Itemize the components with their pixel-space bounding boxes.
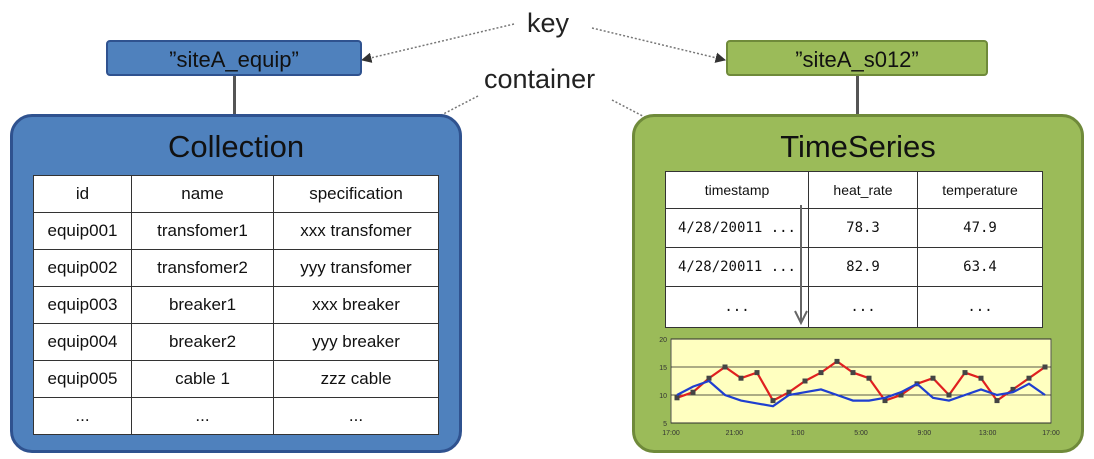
key-arrow-right <box>591 27 727 63</box>
table-row: equip002 transfomer2 yyy transfomer <box>33 249 439 287</box>
data-point <box>898 392 904 398</box>
x-tick-label: 1:00 <box>791 430 805 437</box>
table-row: 4/28/20011 ... 82.9 63.4 <box>665 247 1043 287</box>
table-cell: equip002 <box>33 249 132 287</box>
timeseries-title: TimeSeries <box>780 129 936 164</box>
data-point <box>1010 386 1016 392</box>
column-header: name <box>131 175 274 213</box>
data-point <box>1042 364 1048 370</box>
collection-table: id name specification equip001 transfome… <box>33 175 439 435</box>
timeseries-table: timestamp heat_rate temperature 4/28/200… <box>665 171 1043 328</box>
timeseries-chart: 5 10 15 20 17:00 21:00 1:00 5:00 9:00 13:00 17:00 <box>659 337 1060 437</box>
table-cell: transfomer1 <box>131 212 274 250</box>
key-label: key <box>527 8 570 38</box>
series-line <box>676 379 1046 408</box>
series-line <box>676 360 1046 403</box>
table-row: equip001 transfomer1 xxx transfomer <box>33 212 439 250</box>
table-cell: ... <box>131 397 274 435</box>
table-cell: transfomer2 <box>131 249 274 287</box>
table-cell: 4/28/20011 ... <box>665 208 809 248</box>
collection-header-row: id name specification <box>33 175 439 213</box>
key-arrow-left <box>360 23 515 63</box>
table-cell: xxx transfomer <box>273 212 439 250</box>
x-tick-label: 17:00 <box>662 430 680 437</box>
data-point <box>850 370 856 376</box>
column-header: temperature <box>917 171 1043 209</box>
table-cell: 78.3 <box>808 208 918 248</box>
y-tick-label: 5 <box>663 421 667 428</box>
timeseries-container: TimeSeries timestamp heat_rate temperatu… <box>632 114 1084 453</box>
collection-key-box: ”siteA_equip” <box>106 40 362 76</box>
table-cell: ... <box>665 286 809 328</box>
column-header: id <box>33 175 132 213</box>
y-tick-label: 20 <box>659 337 667 344</box>
table-row: ... ... ... <box>665 286 1043 328</box>
table-row: ... ... ... <box>33 397 439 435</box>
table-cell: breaker1 <box>131 286 274 324</box>
table-cell: zzz cable <box>273 360 439 398</box>
data-point <box>818 370 824 376</box>
table-row: 4/28/20011 ... 78.3 47.9 <box>665 208 1043 248</box>
y-tick-label: 10 <box>659 393 667 400</box>
y-tick-label: 15 <box>659 365 667 372</box>
container-label: container <box>484 64 596 94</box>
table-row: equip003 breaker1 xxx breaker <box>33 286 439 324</box>
table-cell: breaker2 <box>131 323 274 361</box>
x-tick-label: 17:00 <box>1042 430 1060 437</box>
x-tick-label: 9:00 <box>918 430 932 437</box>
container-arrow-right <box>611 99 659 125</box>
data-point <box>834 358 840 364</box>
data-point <box>866 375 872 381</box>
timeseries-key-box: ”siteA_s012” <box>726 40 988 76</box>
data-point <box>738 375 744 381</box>
table-cell: equip001 <box>33 212 132 250</box>
table-cell: equip005 <box>33 360 132 398</box>
data-point <box>978 375 984 381</box>
x-tick-label: 21:00 <box>726 430 744 437</box>
table-cell: 63.4 <box>917 247 1043 287</box>
data-point <box>962 370 968 376</box>
plot-area <box>670 338 1052 424</box>
table-cell: equip003 <box>33 286 132 324</box>
table-cell: ... <box>33 397 132 435</box>
data-point <box>802 378 808 384</box>
data-point <box>770 398 776 404</box>
collection-title: Collection <box>167 129 305 164</box>
table-cell: xxx breaker <box>273 286 439 324</box>
data-point <box>946 392 952 398</box>
collection-container: Collection id name specification equip00… <box>10 114 462 453</box>
timestamp-down-arrow <box>794 205 808 326</box>
timeseries-connector <box>856 76 859 116</box>
x-tick-label: 5:00 <box>854 430 868 437</box>
table-cell: 4/28/20011 ... <box>665 247 809 287</box>
data-point <box>786 389 792 395</box>
data-point <box>1026 375 1032 381</box>
table-cell: cable 1 <box>131 360 274 398</box>
data-point <box>994 398 1000 404</box>
data-point <box>930 375 936 381</box>
table-cell: ... <box>917 286 1043 328</box>
x-tick-label: 13:00 <box>979 430 997 437</box>
data-point <box>706 375 712 381</box>
table-cell: yyy transfomer <box>273 249 439 287</box>
timeseries-header-row: timestamp heat_rate temperature <box>665 171 1043 209</box>
table-cell: 82.9 <box>808 247 918 287</box>
column-header: specification <box>273 175 439 213</box>
column-header: timestamp <box>665 171 809 209</box>
column-header: heat_rate <box>808 171 918 209</box>
data-point <box>882 398 888 404</box>
table-cell: ... <box>273 397 439 435</box>
data-point <box>722 364 728 370</box>
data-point <box>754 370 760 376</box>
table-cell: yyy breaker <box>273 323 439 361</box>
table-cell: equip004 <box>33 323 132 361</box>
table-cell: 47.9 <box>917 208 1043 248</box>
table-cell: ... <box>808 286 918 328</box>
data-point <box>674 395 680 401</box>
table-row: equip005 cable 1 zzz cable <box>33 360 439 398</box>
table-row: equip004 breaker2 yyy breaker <box>33 323 439 361</box>
collection-connector <box>233 76 236 116</box>
data-point <box>690 389 696 395</box>
